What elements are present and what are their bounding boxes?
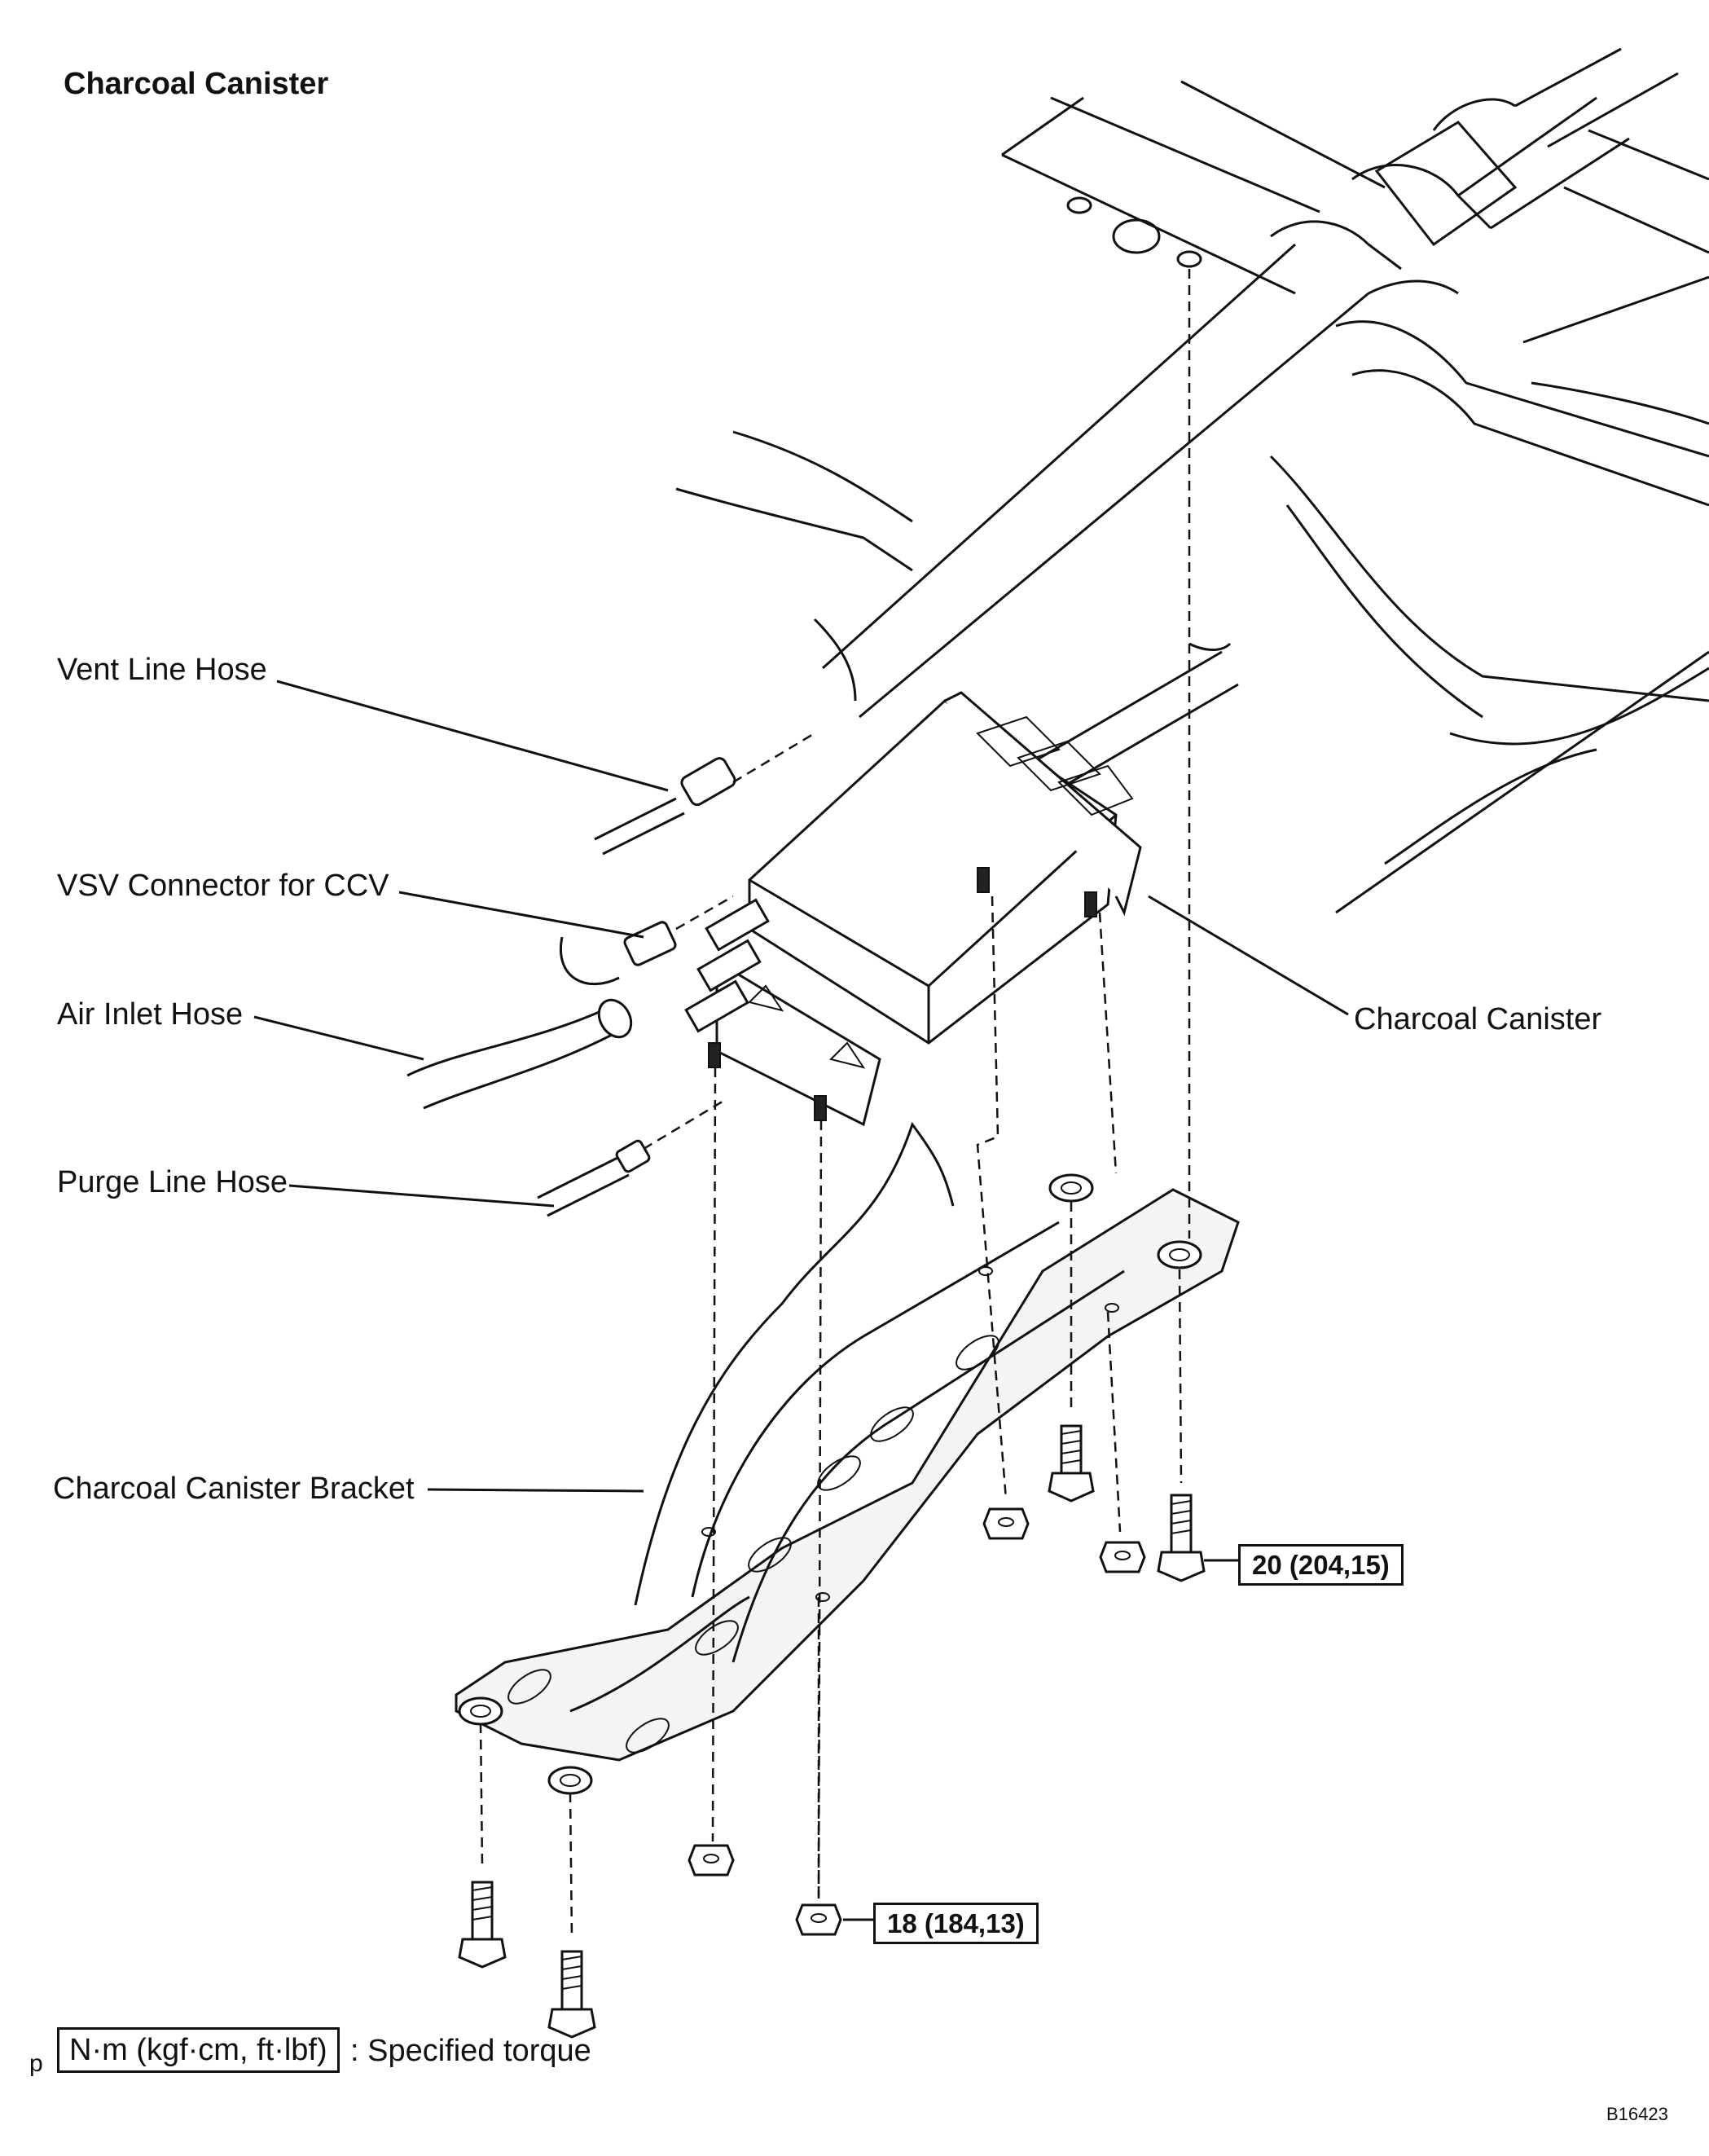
label-charcoal-canister: Charcoal Canister — [1354, 1002, 1602, 1036]
torque-spec-nuts: 18 (184,13) — [873, 1903, 1039, 1944]
charcoal-canister-shape — [684, 691, 1142, 1127]
label-vsv-connector: VSV Connector for CCV — [57, 869, 389, 903]
figure-code: B16423 — [1606, 2104, 1668, 2124]
canister-bracket-shape — [455, 1121, 1240, 1795]
label-charcoal-canister-bracket: Charcoal Canister Bracket — [53, 1472, 415, 1506]
legend-torque-unit-box: N·m (kgf·cm, ft·lbf) — [57, 2027, 340, 2073]
page-title: Charcoal Canister — [64, 67, 329, 101]
fasteners — [458, 1424, 1206, 2039]
label-purge-line-hose: Purge Line Hose — [57, 1165, 288, 1199]
label-vent-line-hose: Vent Line Hose — [57, 653, 267, 687]
vehicle-underbody — [675, 80, 1709, 914]
legend-torque-text: : Specified torque — [350, 2034, 591, 2068]
leader-lines — [253, 680, 1349, 1921]
exhaust-pipe — [821, 47, 1679, 719]
assembly-lines — [479, 269, 1191, 1940]
legend-prefix: p — [29, 2050, 43, 2077]
label-air-inlet-hose: Air Inlet Hose — [57, 997, 244, 1032]
torque-spec-bolts: 20 (204,15) — [1238, 1544, 1404, 1586]
hoses — [406, 732, 815, 1217]
